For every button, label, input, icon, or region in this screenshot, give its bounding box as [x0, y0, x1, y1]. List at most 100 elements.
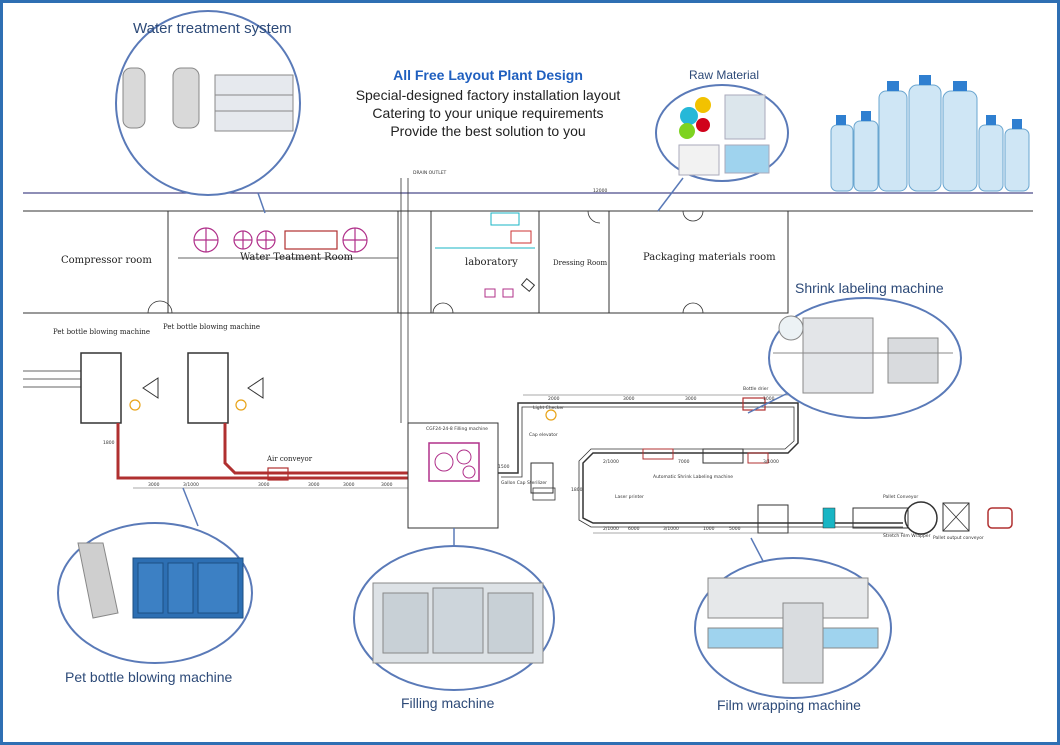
cap-sterilizer-box [532, 487, 556, 501]
filling-rotor-2 [456, 449, 472, 465]
room-label-laboratory: laboratory [465, 257, 518, 268]
dimension-label: 3000 [148, 483, 160, 488]
dimension-label: 1500 [498, 465, 510, 470]
label-stretch-film: Stretch Film Wrapper [883, 534, 931, 539]
lab-stool [520, 278, 536, 292]
headline-title: All Free Layout Plant Design [393, 67, 583, 83]
headline-line-3: Provide the best solution to you [390, 123, 586, 139]
blow-machine-1 [80, 352, 122, 424]
dimension-label: 2000 [548, 397, 560, 402]
dimension-label: 3/1000 [183, 483, 199, 488]
bottle-drier [742, 397, 766, 411]
room-label-packaging: Packaging materials room [643, 252, 776, 263]
dimension-label: 1800 [103, 441, 115, 446]
motor-2 [235, 399, 247, 411]
pallet-conv-2 [852, 507, 909, 529]
cap-elevator-box [530, 462, 554, 494]
water-treatment-photo [122, 67, 294, 132]
callout-leader-wrapping [750, 537, 764, 562]
label-air-conveyor: Air conveyor [267, 455, 313, 463]
label-auto-shrink: Automatic Shrink Labeling machine [653, 475, 734, 480]
lab-cabinet [510, 230, 532, 244]
callout-label-water-treatment: Water treatment system [133, 20, 292, 37]
room-label-compressor: Compressor room [61, 255, 152, 266]
shrink-labeler-unit [702, 448, 744, 464]
pallet-output-x [942, 502, 970, 532]
dimension-label: 1800 [571, 488, 583, 493]
callout-label-filling: Filling machine [401, 695, 495, 711]
label-filling-machine: CGF24-24-8 Filling machine [426, 427, 488, 432]
label-pallet-conveyor: Pallet Conveyor [883, 495, 919, 500]
main-conveyor [498, 402, 903, 524]
label-cap-elevator: Cap elevator [529, 433, 558, 438]
filling-room [407, 422, 499, 529]
callout-label-pet-blowing: Pet bottle blowing machine [65, 669, 233, 685]
dimension-label: 3000 [685, 397, 697, 402]
room-label-dressing: Dressing Room [553, 259, 608, 267]
callout-leader-pet [182, 487, 199, 527]
raw-material-photo [678, 94, 770, 176]
door-packaging-top [682, 210, 704, 222]
dimension-label: 3000 [308, 483, 320, 488]
dimension-label: 5000 [729, 527, 741, 532]
callout-leader-water [257, 192, 266, 214]
water-bottles [830, 75, 1030, 192]
motor-1 [129, 399, 141, 411]
dimension-label: 3/1000 [663, 527, 679, 532]
light-checker-motor [545, 409, 557, 421]
dimension-label: 1000 [763, 397, 775, 402]
dimension-label: 2/1000 [603, 527, 619, 532]
callout-label-film-wrapping: Film wrapping machine [717, 697, 861, 713]
lab-chair-1 [484, 288, 496, 298]
callout-leader-shrink [747, 392, 789, 414]
pallet-drive [987, 507, 1013, 529]
air-conveyor-2 [223, 423, 408, 475]
door-compressor [147, 300, 173, 314]
filling-machine-body [428, 442, 480, 482]
dimension-label: 6000 [628, 527, 640, 532]
preform-hopper-2 [247, 377, 264, 399]
door-packaging-bottom [682, 302, 704, 314]
film-wrapping-photo [707, 577, 879, 684]
pet-blowing-photo [77, 542, 244, 619]
headline-block: All Free Layout Plant Design Special-des… [303, 67, 673, 140]
air-conveyor-1 [116, 423, 408, 480]
room-label-water-treatment: Water Teatment Room [240, 252, 354, 263]
filling-rotor-1 [434, 452, 454, 472]
dimension-label: 7000 [678, 460, 690, 465]
air-fan [267, 467, 289, 481]
pallet-output [942, 502, 970, 532]
dimension-label: 3000 [258, 483, 270, 488]
plant-layout-drawing [23, 10, 1033, 699]
ro-unit [284, 230, 338, 250]
shrink-labeling-photo [773, 315, 953, 394]
water-room-tanks [193, 227, 368, 253]
blow-feed-1 [23, 370, 81, 388]
label-bottle-drier: Bottle drier [743, 387, 769, 392]
dimension-label: 1000 [703, 527, 715, 532]
dimension-label: 2/1000 [603, 460, 619, 465]
callout-leader-raw [657, 177, 684, 212]
label-cap-sterilizer: Gallon Cap Sterilizer [501, 481, 547, 486]
callout-label-raw-material: Raw Material [689, 68, 760, 82]
dimension-label: 3000 [343, 483, 355, 488]
blow-machine-2 [187, 352, 229, 424]
packaging-room [608, 210, 789, 314]
label-laser-printer: Laser printer [615, 495, 644, 500]
preform-hopper-1 [142, 377, 159, 399]
label-pallet-output: Pallet output conveyor [933, 536, 984, 541]
main-conveyor-edge [501, 406, 903, 528]
wrapping-machine [757, 504, 789, 534]
stretch-film-wrapper [904, 501, 938, 535]
label-drain-outlet: DRAIN OUTLET [413, 171, 447, 176]
dimension-label: 12000 [593, 189, 608, 194]
dimension-label: 3000 [623, 397, 635, 402]
headline-line-2: Catering to your unique requirements [372, 105, 604, 121]
lab-chair-2 [502, 288, 514, 298]
label-pet-blowing-1: Pet bottle blowing machine [53, 328, 151, 336]
callout-label-shrink-labeling: Shrink labeling machine [795, 280, 944, 296]
shrink-heater [642, 448, 674, 460]
dimension-label: 3000 [381, 483, 393, 488]
filling-machine-photo [372, 582, 544, 664]
